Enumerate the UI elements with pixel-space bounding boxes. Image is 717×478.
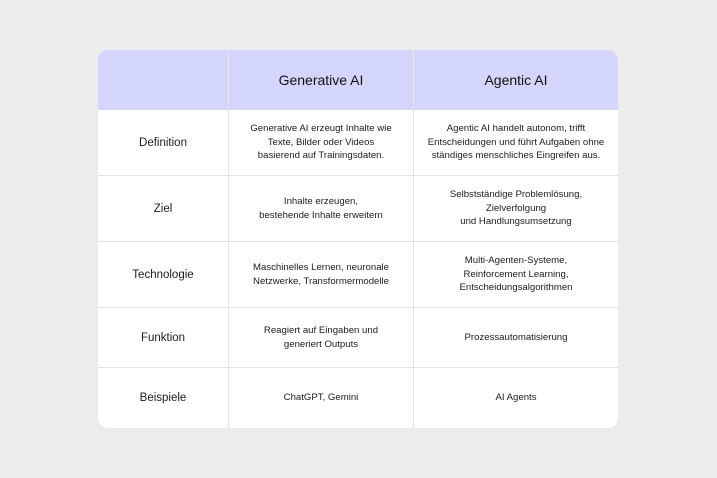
header-cell-agentic: Agentic AI — [414, 50, 618, 110]
definition-generative-text: Generative AI erzeugt Inhalte wie Texte,… — [250, 123, 392, 162]
ziel-agentic-text: Selbstständige Problemlösung, Zielverfol… — [449, 189, 583, 228]
header-label-agentic: Agentic AI — [484, 72, 548, 88]
table-row-technologie: Technologie Maschinelles Lernen, neurona… — [98, 242, 618, 308]
row-label-definition: Definition — [139, 136, 187, 149]
table-row-beispiele: Beispiele ChatGPT, Gemini AI Agents — [98, 368, 618, 428]
row-label-cell: Ziel — [98, 176, 229, 241]
header-label-generative: Generative AI — [278, 72, 364, 88]
agentic-cell: Selbstständige Problemlösung, Zielverfol… — [414, 176, 618, 241]
technologie-agentic-text: Multi-Agenten-Systeme, Reinforcement Lea… — [459, 255, 573, 294]
funktion-agentic-text: Prozessautomatisierung — [464, 331, 568, 343]
row-label-cell: Funktion — [98, 308, 229, 367]
beispiele-generative-text: ChatGPT, Gemini — [283, 392, 359, 404]
generative-cell: Generative AI erzeugt Inhalte wie Texte,… — [229, 110, 414, 175]
row-label-cell: Technologie — [98, 242, 229, 307]
row-label-technologie: Technologie — [132, 268, 194, 281]
generative-cell: Maschinelles Lernen, neuronale Netzwerke… — [229, 242, 414, 307]
agentic-cell: AI Agents — [414, 368, 618, 428]
header-cell-generative: Generative AI — [229, 50, 414, 110]
agentic-cell: Prozessautomatisierung — [414, 308, 618, 367]
table-row-funktion: Funktion Reagiert auf Eingaben und gener… — [98, 308, 618, 368]
table-header-row: Generative AI Agentic AI — [98, 50, 618, 110]
table-row-definition: Definition Generative AI erzeugt Inhalte… — [98, 110, 618, 176]
row-label-cell: Definition — [98, 110, 229, 175]
row-label-ziel: Ziel — [153, 202, 173, 215]
funktion-generative-text: Reagiert auf Eingaben und generiert Outp… — [263, 325, 379, 350]
row-label-beispiele: Beispiele — [139, 392, 187, 404]
table-row-ziel: Ziel Inhalte erzeugen, bestehende Inhalt… — [98, 176, 618, 242]
technologie-generative-text: Maschinelles Lernen, neuronale Netzwerke… — [253, 262, 389, 287]
header-empty-cell — [98, 50, 229, 110]
generative-cell: Reagiert auf Eingaben und generiert Outp… — [229, 308, 414, 367]
agentic-cell: Multi-Agenten-Systeme, Reinforcement Lea… — [414, 242, 618, 307]
generative-cell: Inhalte erzeugen, bestehende Inhalte erw… — [229, 176, 414, 241]
generative-cell: ChatGPT, Gemini — [229, 368, 414, 428]
comparison-table: Generative AI Agentic AI Definition Gene… — [98, 50, 618, 428]
row-label-funktion: Funktion — [140, 331, 186, 344]
beispiele-agentic-text: AI Agents — [495, 392, 537, 404]
ziel-generative-text: Inhalte erzeugen, bestehende Inhalte erw… — [259, 196, 383, 221]
row-label-cell: Beispiele — [98, 368, 229, 428]
agentic-cell: Agentic AI handelt autonom, trifft Entsc… — [414, 110, 618, 175]
definition-agentic-text: Agentic AI handelt autonom, trifft Entsc… — [427, 123, 605, 162]
